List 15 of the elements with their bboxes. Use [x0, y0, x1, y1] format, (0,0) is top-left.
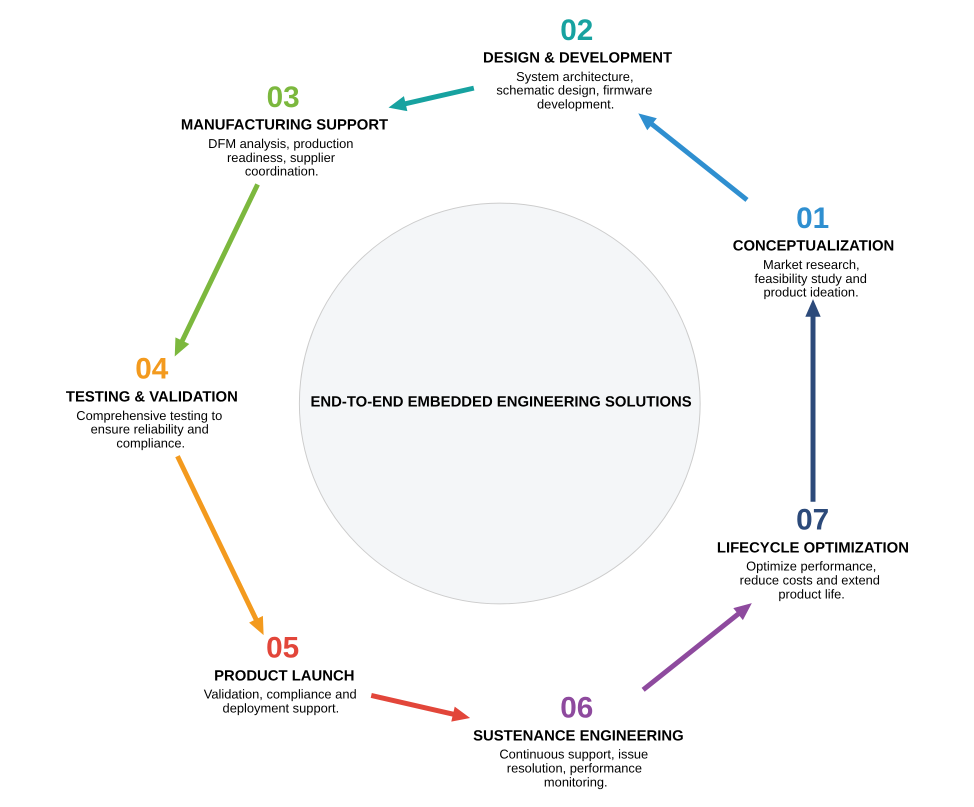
arrow — [388, 86, 474, 112]
node-text: 02 DESIGN & DEVELOPMENT System architecture, schematic design, firmware development. — [482, 14, 672, 112]
arrow — [804, 299, 820, 502]
arrow — [638, 113, 748, 202]
node-text: 06 SUSTENANCE ENGINEERING Continuous support, issue resolution, performance monitoring. — [472, 692, 684, 790]
node-text: 03 MANUFACTURING SUPPORT DFM analysis, production readiness, supplier coordination. — [180, 80, 388, 179]
arrow — [174, 183, 260, 356]
arrow — [370, 693, 470, 722]
node-text: 01 CONCEPTUALIZATION Market research, feasibility study and product ideation. — [732, 202, 894, 300]
node-text: 07 LIFECYCLE OPTIMIZATION Optimize performance, reduce costs and extend product life. — [716, 504, 908, 602]
node-text: 04 TESTING & VALIDATION Comprehensive testing to ensure reliability and compliance. — [65, 352, 238, 450]
node-text: 05 PRODUCT LAUNCH Validation, compliance and deployment support. — [203, 631, 356, 716]
node-circle: END-TO-END EMBEDDED ENGINEERING SOLUTIONS — [298, 202, 700, 604]
arrow — [174, 455, 264, 636]
arrow — [641, 603, 752, 692]
